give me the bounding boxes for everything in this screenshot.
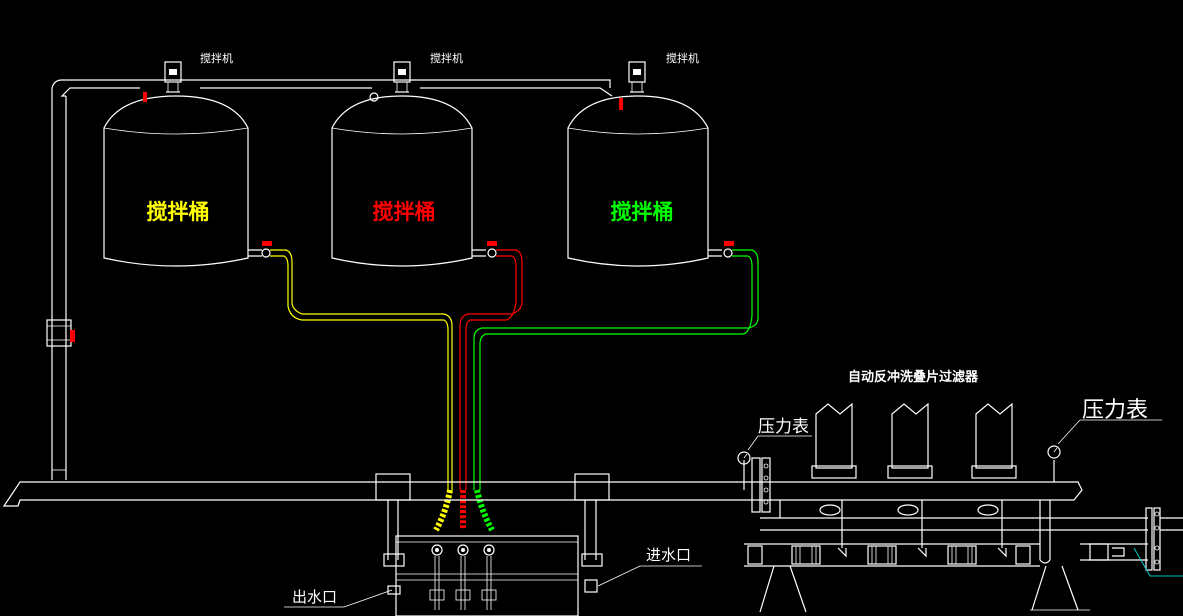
inlet-label: 进水口 xyxy=(646,546,691,564)
tank-label: 搅拌桶 xyxy=(373,200,436,224)
valve-icon xyxy=(262,241,272,246)
tank-label: 搅拌桶 xyxy=(147,200,210,224)
tank-3-feed-pipe xyxy=(473,249,759,490)
valve-icon xyxy=(619,98,623,110)
mixer-label: 搅拌机 xyxy=(666,51,699,65)
pressure-gauge-label-right: 压力表 xyxy=(1082,398,1148,423)
tank-1-feed-pipe xyxy=(270,249,453,490)
gauge-icon xyxy=(1047,445,1061,459)
tank-2: 搅拌机 搅拌桶 xyxy=(331,51,497,267)
filter-title: 自动反冲洗叠片过滤器 xyxy=(848,369,979,385)
valve-icon xyxy=(724,241,734,246)
tank-1: 搅拌机 搅拌桶 xyxy=(103,51,272,267)
inlet-callout: 进水口 xyxy=(597,546,702,587)
top-return-pipe xyxy=(46,79,613,480)
pressure-gauge-label-left: 压力表 xyxy=(758,417,809,437)
valve-icon xyxy=(487,241,497,246)
outlet-callout: 出水口 xyxy=(284,588,393,608)
gauge-icon xyxy=(737,451,751,465)
mixer-label: 搅拌机 xyxy=(200,51,233,65)
valve-icon xyxy=(143,92,147,102)
injection-manifold xyxy=(383,535,603,616)
pipe-tee xyxy=(574,473,610,501)
valve-icon xyxy=(70,330,75,342)
tank-3: 搅拌机 搅拌桶 xyxy=(567,51,734,267)
flex-hoses xyxy=(433,489,495,532)
vertical-pipe-fitting xyxy=(46,319,72,347)
outlet-label: 出水口 xyxy=(292,588,337,606)
mixer-label: 搅拌机 xyxy=(430,51,463,65)
disc-filter-unit: 自动反冲洗叠片过滤器 xyxy=(737,369,1183,613)
pipe-tee xyxy=(375,473,411,501)
tank-2-feed-pipe xyxy=(459,249,523,490)
main-pipe xyxy=(2,473,1083,560)
tank-label: 搅拌桶 xyxy=(611,200,674,224)
